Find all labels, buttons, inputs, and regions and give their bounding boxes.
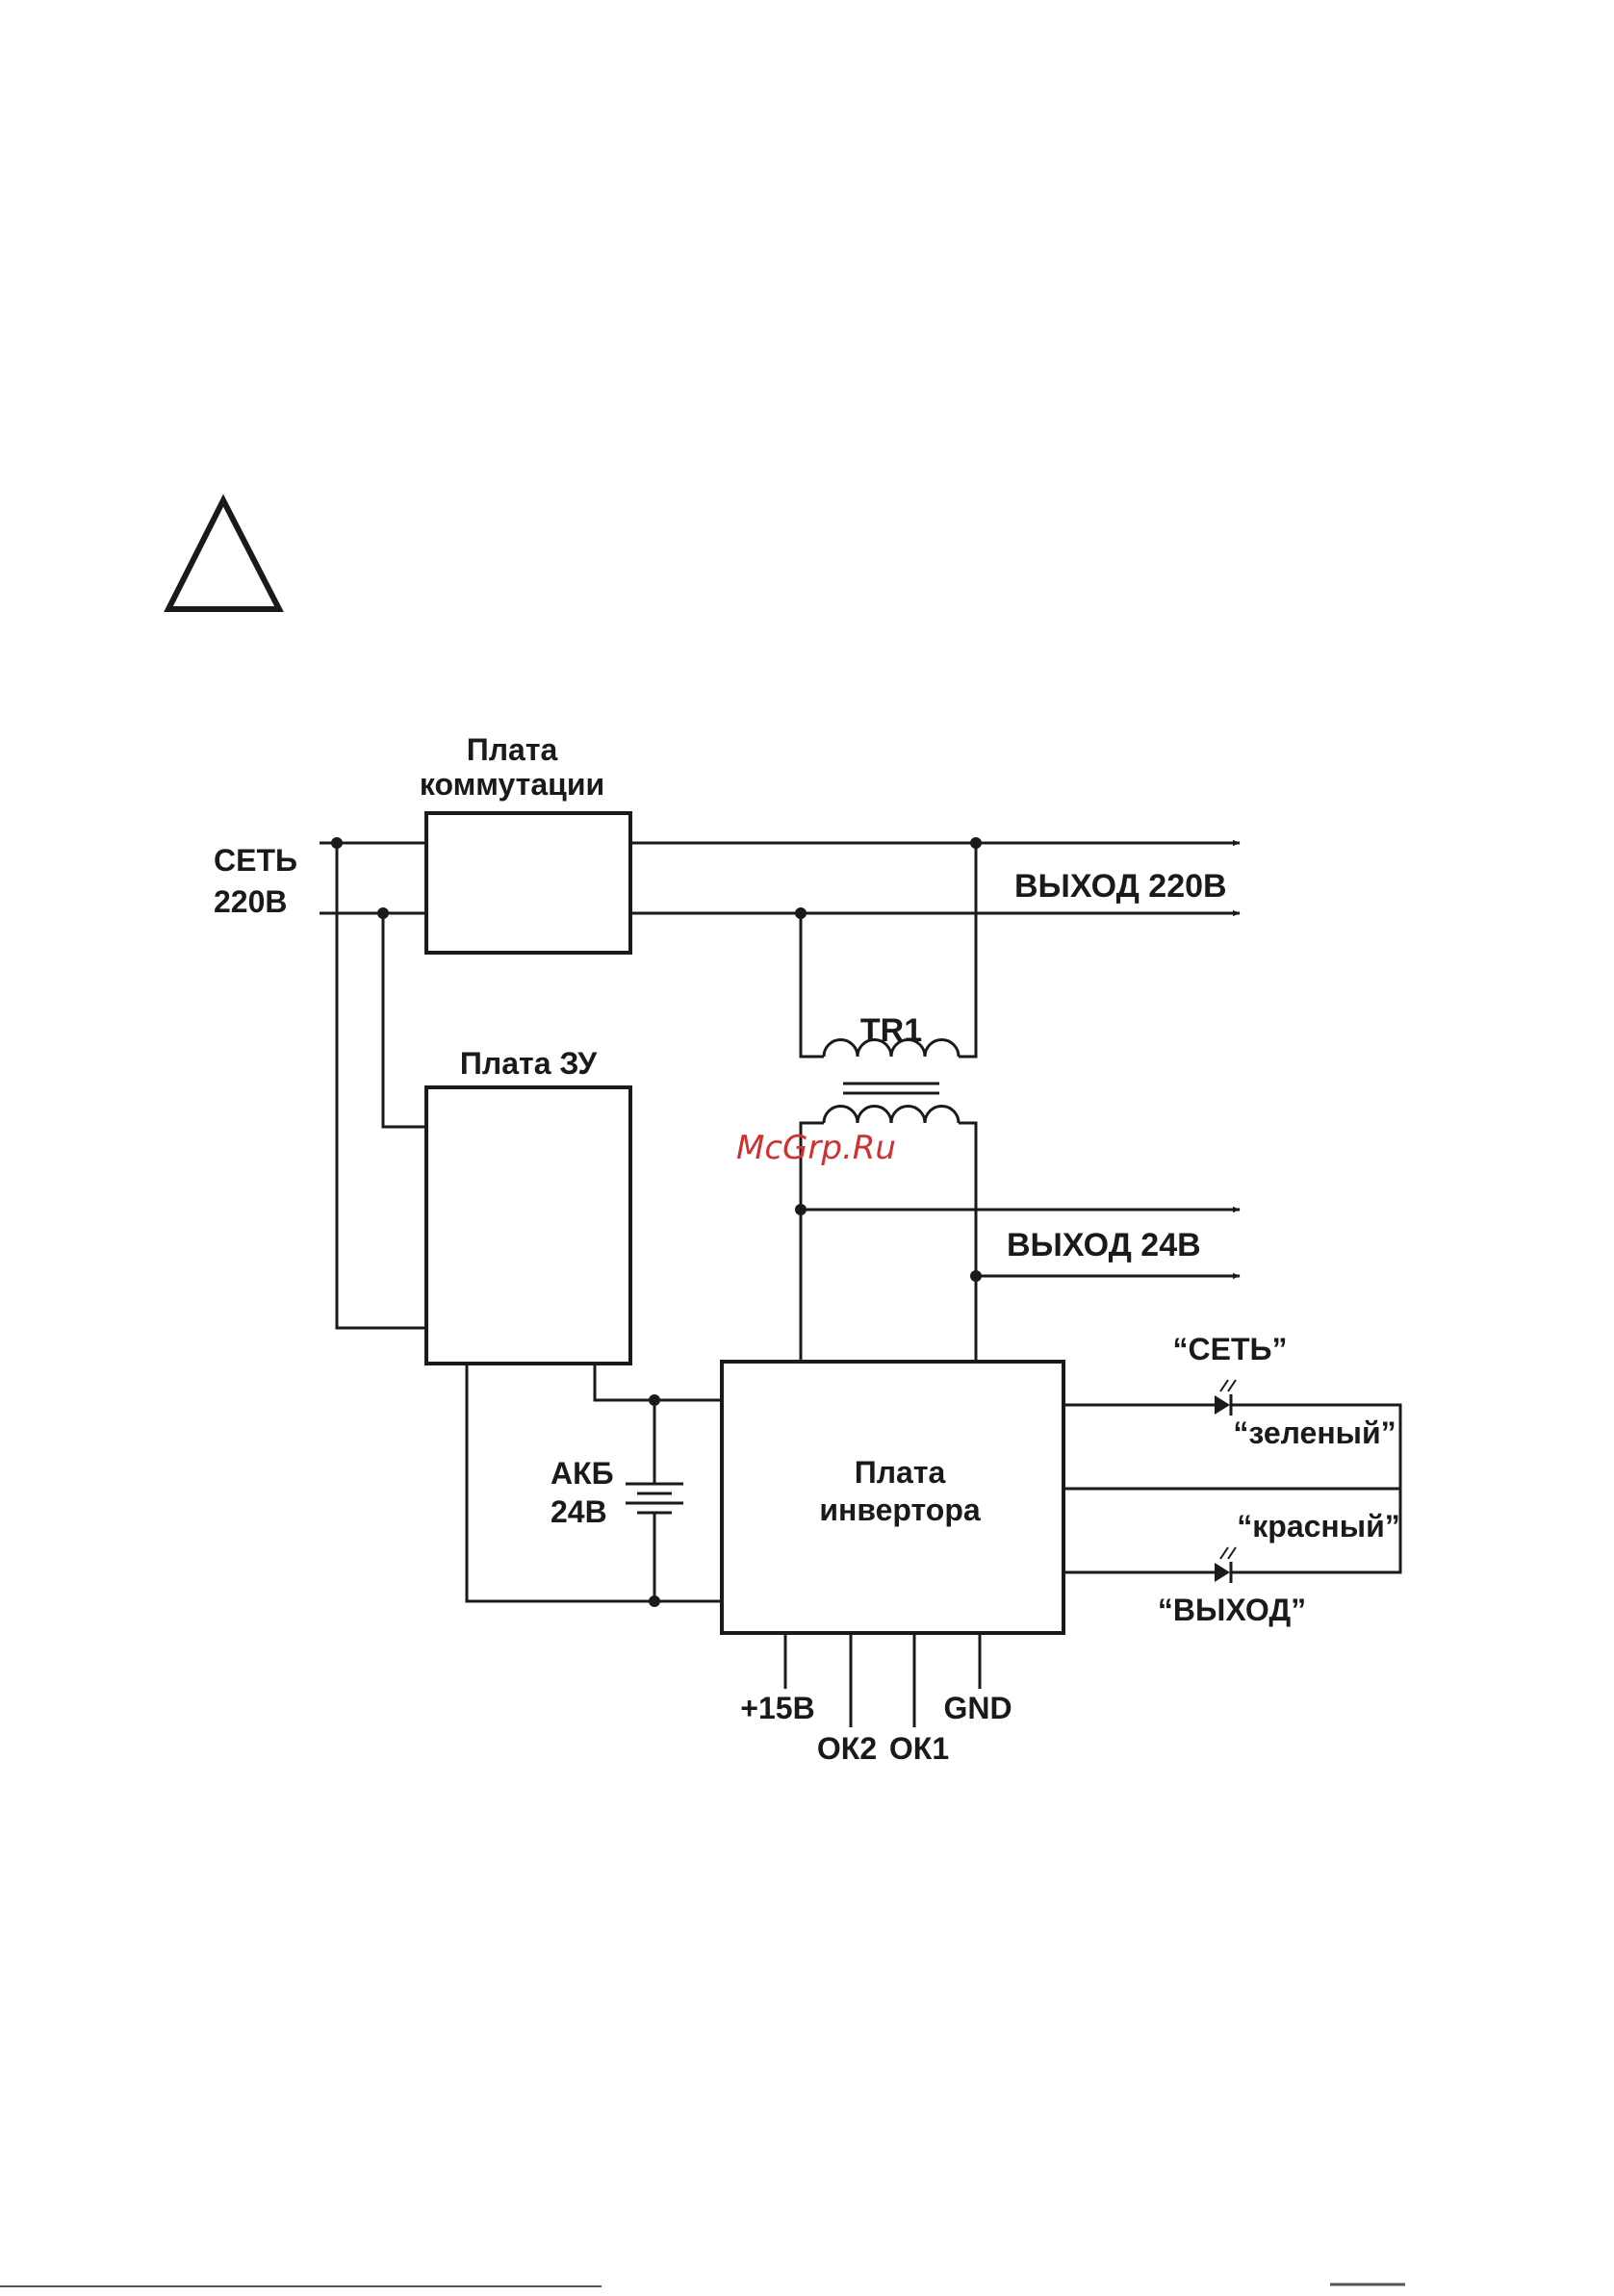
watermark-text: McGrp.Ru bbox=[736, 1129, 896, 1167]
node-out-24-1 bbox=[795, 1204, 807, 1215]
battery-label-2: 24В bbox=[551, 1494, 607, 1529]
led-green-icon bbox=[1215, 1380, 1236, 1416]
pin-ok1-label: ОК1 bbox=[889, 1731, 949, 1766]
pin-ok2-label: ОК2 bbox=[817, 1731, 877, 1766]
output-24-label: ВЫХОД 24В bbox=[1007, 1227, 1201, 1263]
tr1-primary-right-lead bbox=[959, 843, 976, 1057]
tr1-primary-left-lead bbox=[801, 913, 824, 1057]
led-green-label: “зеленый” bbox=[1233, 1416, 1396, 1450]
pin-15v-label: +15В bbox=[740, 1691, 814, 1725]
pin-gnd-label: GND bbox=[943, 1691, 1012, 1725]
led-red-icon bbox=[1215, 1547, 1236, 1583]
transformer-label: TR1 bbox=[860, 1012, 922, 1049]
led-output-label: “ВЫХОД” bbox=[1158, 1593, 1306, 1627]
warning-triangle-icon bbox=[168, 500, 279, 609]
charger-board-box bbox=[426, 1087, 630, 1364]
charger-to-battery-plus bbox=[595, 1364, 722, 1400]
battery-label-1: АКБ bbox=[551, 1456, 614, 1491]
inverter-board-label-1: Плата bbox=[855, 1455, 946, 1490]
led-network-label: “СЕТЬ” bbox=[1173, 1332, 1288, 1366]
tr1-secondary-winding bbox=[824, 1107, 959, 1124]
node-out-24-2 bbox=[970, 1270, 982, 1282]
charger-board-label: Плата ЗУ bbox=[460, 1046, 598, 1081]
commutation-board-box bbox=[426, 813, 630, 953]
commutation-board-label-1: Плата bbox=[467, 732, 558, 767]
led-red-label: “красный” bbox=[1237, 1509, 1399, 1543]
inverter-board-label-2: инвертора bbox=[819, 1492, 981, 1527]
output-220-label: ВЫХОД 220В bbox=[1014, 868, 1227, 905]
mains-input-label-2: 220В bbox=[214, 884, 288, 919]
mains-n-to-charger bbox=[383, 913, 426, 1127]
commutation-board-label-2: коммутации bbox=[420, 767, 604, 802]
tr1-secondary-right-lead bbox=[959, 1123, 976, 1362]
mains-input-label-1: СЕТЬ bbox=[214, 843, 297, 878]
